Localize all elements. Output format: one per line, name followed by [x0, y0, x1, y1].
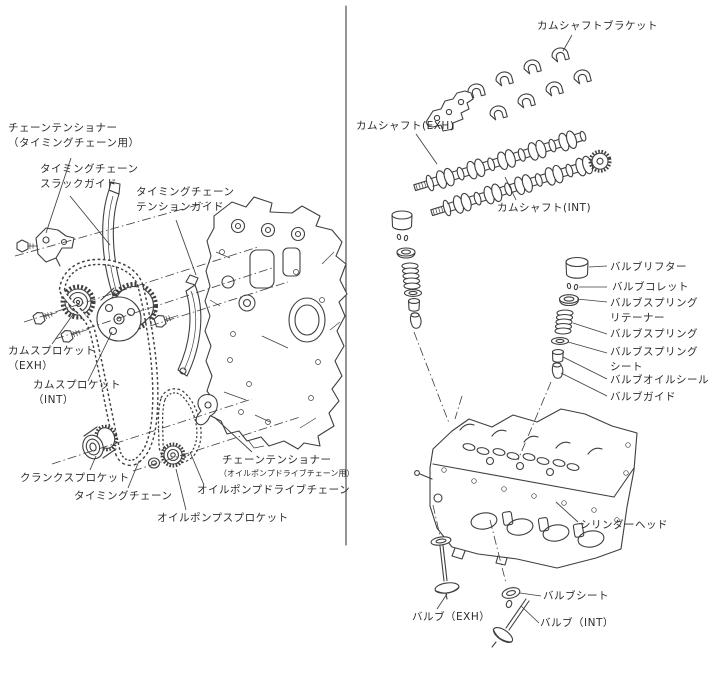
washer-drawing	[147, 457, 161, 469]
cam-sprocket-bolt-1	[32, 311, 58, 325]
valve-exh-drawing	[430, 536, 460, 600]
cam-sprocket-int-drawing	[96, 287, 156, 342]
label-valve-guide: バルブガイド	[610, 391, 676, 403]
cam-sprocket-exh-drawing	[60, 284, 96, 320]
label-valve-exh: バルブ（EXH）	[412, 611, 491, 623]
label-chain-tensioner-oil: チェーンテンショナー	[222, 454, 332, 466]
label-crank-sprocket: クランクスプロケット	[20, 472, 130, 484]
label-valve-spring-seat: バルブスプリング シート	[610, 346, 698, 373]
camshaft-exh-drawing	[413, 130, 587, 192]
label-timing-chain-slack-guide: タイミングチェーン スラックガイド	[40, 163, 139, 190]
label-timing-chain: タイミングチェーン	[74, 490, 173, 502]
valve-parts-center-drawing	[550, 256, 589, 379]
label-camshaft-exh: カムシャフト(EXH)	[356, 120, 455, 132]
cylinder-head-drawing	[414, 408, 638, 569]
oil-pump-sprocket-drawing	[160, 442, 186, 468]
tension-guide-drawing	[177, 274, 202, 377]
label-cam-sprocket-exh: カムスプロケット （EXH）	[8, 345, 96, 372]
camshaft-int-drawing	[430, 149, 612, 217]
label-valve-spring-retainer: バルブスプリング リテーナー	[610, 297, 698, 324]
label-valve-spring: バルブスプリング	[610, 328, 698, 340]
timing-chain-drawing	[58, 258, 159, 467]
label-chain-tensioner-oil-sub: （オイルポンプドライブチェーン用）	[219, 469, 355, 478]
chain-tensioner-timing-drawing	[16, 227, 75, 267]
camshaft-bracket-front-drawing	[425, 90, 474, 132]
label-cam-sprocket-int: カムスプロケット （INT）	[33, 379, 121, 406]
valve-int-drawing	[491, 598, 530, 648]
leader-lines	[45, 34, 608, 624]
tension-guide-bolt	[153, 315, 179, 328]
label-valve-seat: バルブシート	[543, 590, 609, 602]
valve-seat-int-drawing	[501, 587, 521, 609]
label-valve-oil-seal: バルブオイルシール	[610, 374, 709, 386]
label-valve-lifter: バルブリフター	[610, 261, 687, 273]
centerlines-right	[413, 331, 552, 584]
slack-guide-drawing	[102, 181, 123, 297]
crank-sprocket-drawing	[82, 424, 118, 460]
centerlines-left	[14, 201, 301, 472]
label-camshaft-int: カムシャフト(INT)	[497, 202, 592, 214]
cam-sprocket-bolt-2	[60, 328, 90, 343]
label-camshaft-bracket: カムシャフトブラケット	[537, 20, 658, 32]
engine-block-drawing	[204, 196, 348, 450]
camshaft-brackets-drawing	[465, 45, 592, 122]
valve-parts-left-drawing	[391, 210, 423, 329]
label-valve-collet: バルブコレット	[612, 281, 689, 293]
oil-pump-drive-chain-drawing	[157, 388, 202, 464]
label-cylinder-head: シリンダーヘッド	[580, 519, 668, 531]
label-oil-pump-sprocket: オイルポンプスプロケット	[157, 512, 289, 524]
chain-tensioner-oil-drawing	[195, 393, 218, 426]
label-valve-int: バルブ（INT）	[540, 617, 614, 629]
label-timing-chain-tension-guide: タイミングチェーン テンションガイド	[136, 186, 235, 213]
label-oil-pump-drive-chain: オイルポンプドライブチェーン	[197, 484, 351, 496]
label-chain-tensioner-timing: チェーンテンショナー （タイミングチェーン用）	[8, 122, 140, 149]
